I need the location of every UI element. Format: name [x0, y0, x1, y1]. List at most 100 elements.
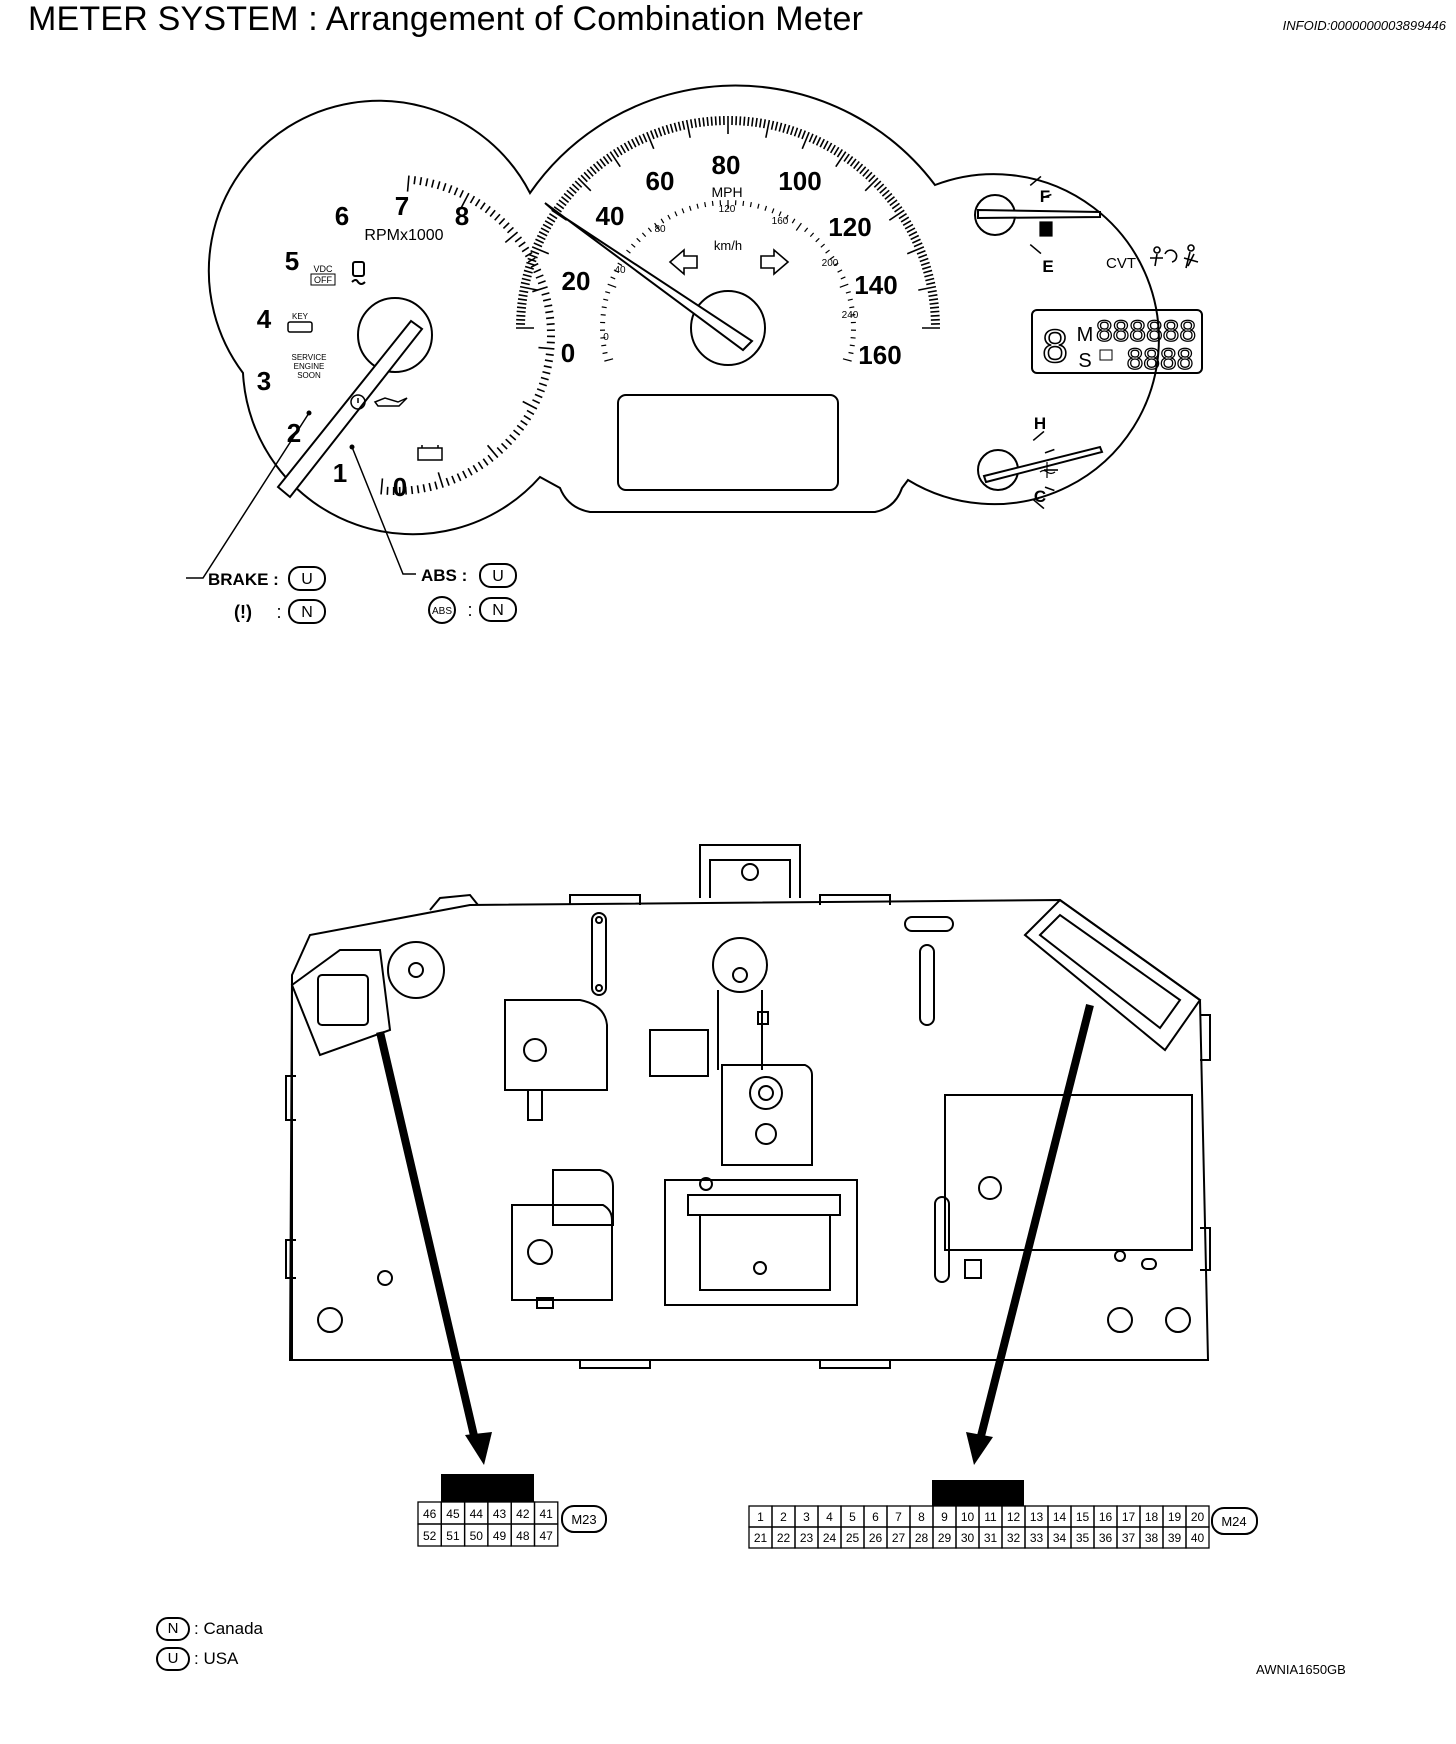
gauge-tick	[613, 269, 619, 273]
gauge-tick	[928, 294, 938, 298]
abs-usa-pill	[479, 563, 517, 588]
m23-pin-cell	[533, 1523, 559, 1547]
tach-label-6: 6	[335, 201, 349, 231]
m23-pin-44: 44	[470, 1507, 484, 1521]
gauge-tick	[617, 262, 623, 267]
gauge-tick	[856, 163, 864, 172]
gauge-tick	[636, 237, 641, 243]
tach-label-7: 7	[395, 191, 409, 221]
gauge-tick	[616, 146, 623, 156]
battery-icon	[417, 445, 443, 461]
gauge-tick	[518, 241, 526, 248]
gauge-tick	[448, 185, 453, 194]
gauge-tick	[610, 276, 616, 280]
gauge-tick	[442, 183, 447, 192]
gauge-tick	[820, 243, 825, 248]
m24-pin-40: 40	[1191, 1531, 1205, 1545]
gauge-tick	[434, 481, 438, 490]
gauge-tick	[524, 265, 534, 270]
gauge-tick	[836, 149, 843, 158]
gauge-tick	[436, 181, 441, 190]
m24-pin-28: 28	[915, 1531, 929, 1545]
left-mount-block	[504, 999, 608, 1091]
gauge-tick	[422, 484, 426, 493]
m24-pin-29: 29	[938, 1531, 952, 1545]
gauge-tick	[835, 151, 847, 168]
gauge-tick	[602, 351, 608, 355]
abs-canada-symbol-circle	[428, 596, 456, 624]
gauge-tick	[789, 126, 795, 136]
gauge-tick	[833, 146, 840, 156]
gauge-tick	[404, 486, 407, 495]
gauge-tick	[538, 346, 555, 350]
gauge-tick	[462, 470, 468, 479]
m24-pin-36: 36	[1099, 1531, 1113, 1545]
gauge-tick	[406, 175, 410, 192]
gauge-tick	[916, 249, 926, 255]
gauge-tick	[474, 198, 481, 207]
gauge-tick	[626, 249, 631, 254]
m24-pin-38: 38	[1145, 1531, 1159, 1545]
gauge-tick	[494, 213, 501, 221]
gauge-tick	[1044, 448, 1055, 454]
m24-name-pill	[1211, 1507, 1258, 1535]
legend-usa-text: : USA	[194, 1649, 239, 1668]
gauge-tick	[889, 199, 898, 207]
gauge-tick	[681, 120, 686, 130]
gauge-tick	[504, 231, 519, 244]
gauge-tick	[437, 472, 444, 488]
gauge-tick	[879, 186, 888, 194]
vdc-off-label-bottom: OFF	[314, 275, 332, 285]
gauge-tick	[742, 200, 745, 206]
gauge-tick	[665, 124, 670, 134]
gauge-tick	[500, 442, 508, 450]
temp-needle	[982, 445, 1104, 484]
gauge-tick	[924, 273, 934, 278]
gauge-tick	[641, 232, 647, 237]
m24-pin-34: 34	[1053, 1531, 1067, 1545]
m24-pin-8: 8	[918, 1510, 925, 1524]
gauge-tick	[778, 211, 782, 217]
gauge-tick	[927, 289, 937, 294]
gauge-tick	[527, 257, 537, 263]
m24-lock-tab	[932, 1480, 1024, 1506]
gauge-tick	[620, 144, 627, 154]
gauge-tick	[929, 302, 939, 305]
gauge-tick	[543, 365, 552, 369]
gauge-tick	[601, 306, 607, 309]
m24-pin-19: 19	[1168, 1510, 1182, 1524]
brake-canada-symbol: (!)	[234, 602, 252, 622]
gauge-tick	[749, 202, 752, 208]
abs-label: ABS :	[421, 566, 467, 585]
gauge-tick	[526, 409, 535, 416]
brake-label: BRAKE :	[208, 570, 279, 589]
gauge-tick	[791, 218, 796, 224]
m24-pin-32: 32	[1007, 1531, 1021, 1545]
kmh-label-80: 80	[654, 224, 666, 235]
odometer-gear-digit: 8	[1042, 320, 1068, 372]
m24-pin-17: 17	[1122, 1510, 1136, 1524]
gauge-tick	[509, 434, 517, 441]
gauge-tick	[755, 117, 758, 128]
gauge-tick	[631, 243, 636, 248]
gauge-tick	[556, 202, 565, 210]
lcd-module	[664, 1179, 858, 1306]
legend-usa-code: U	[156, 1647, 190, 1671]
gauge-tick	[925, 277, 935, 282]
m24-pin-37: 37	[1122, 1531, 1136, 1545]
gauge-tick	[519, 289, 529, 294]
gauge-tick	[487, 454, 494, 463]
gauge-tick	[546, 323, 555, 326]
gauge-tick	[522, 273, 532, 278]
turn-signal-left-icon	[668, 248, 698, 276]
key-icon	[287, 321, 313, 333]
gauge-tick	[815, 136, 822, 146]
abs-canada-code: N	[492, 602, 504, 619]
gauge-tick	[681, 208, 685, 214]
tachometer: 0 1 2 3 4 5 6 7 8 RPMx1000 VDC OFF KEY S…	[257, 175, 556, 502]
abs-canada-pill	[479, 597, 517, 622]
gauge-tick	[502, 222, 510, 230]
gauge-tick	[638, 135, 644, 144]
tach-label-4: 4	[257, 304, 272, 334]
